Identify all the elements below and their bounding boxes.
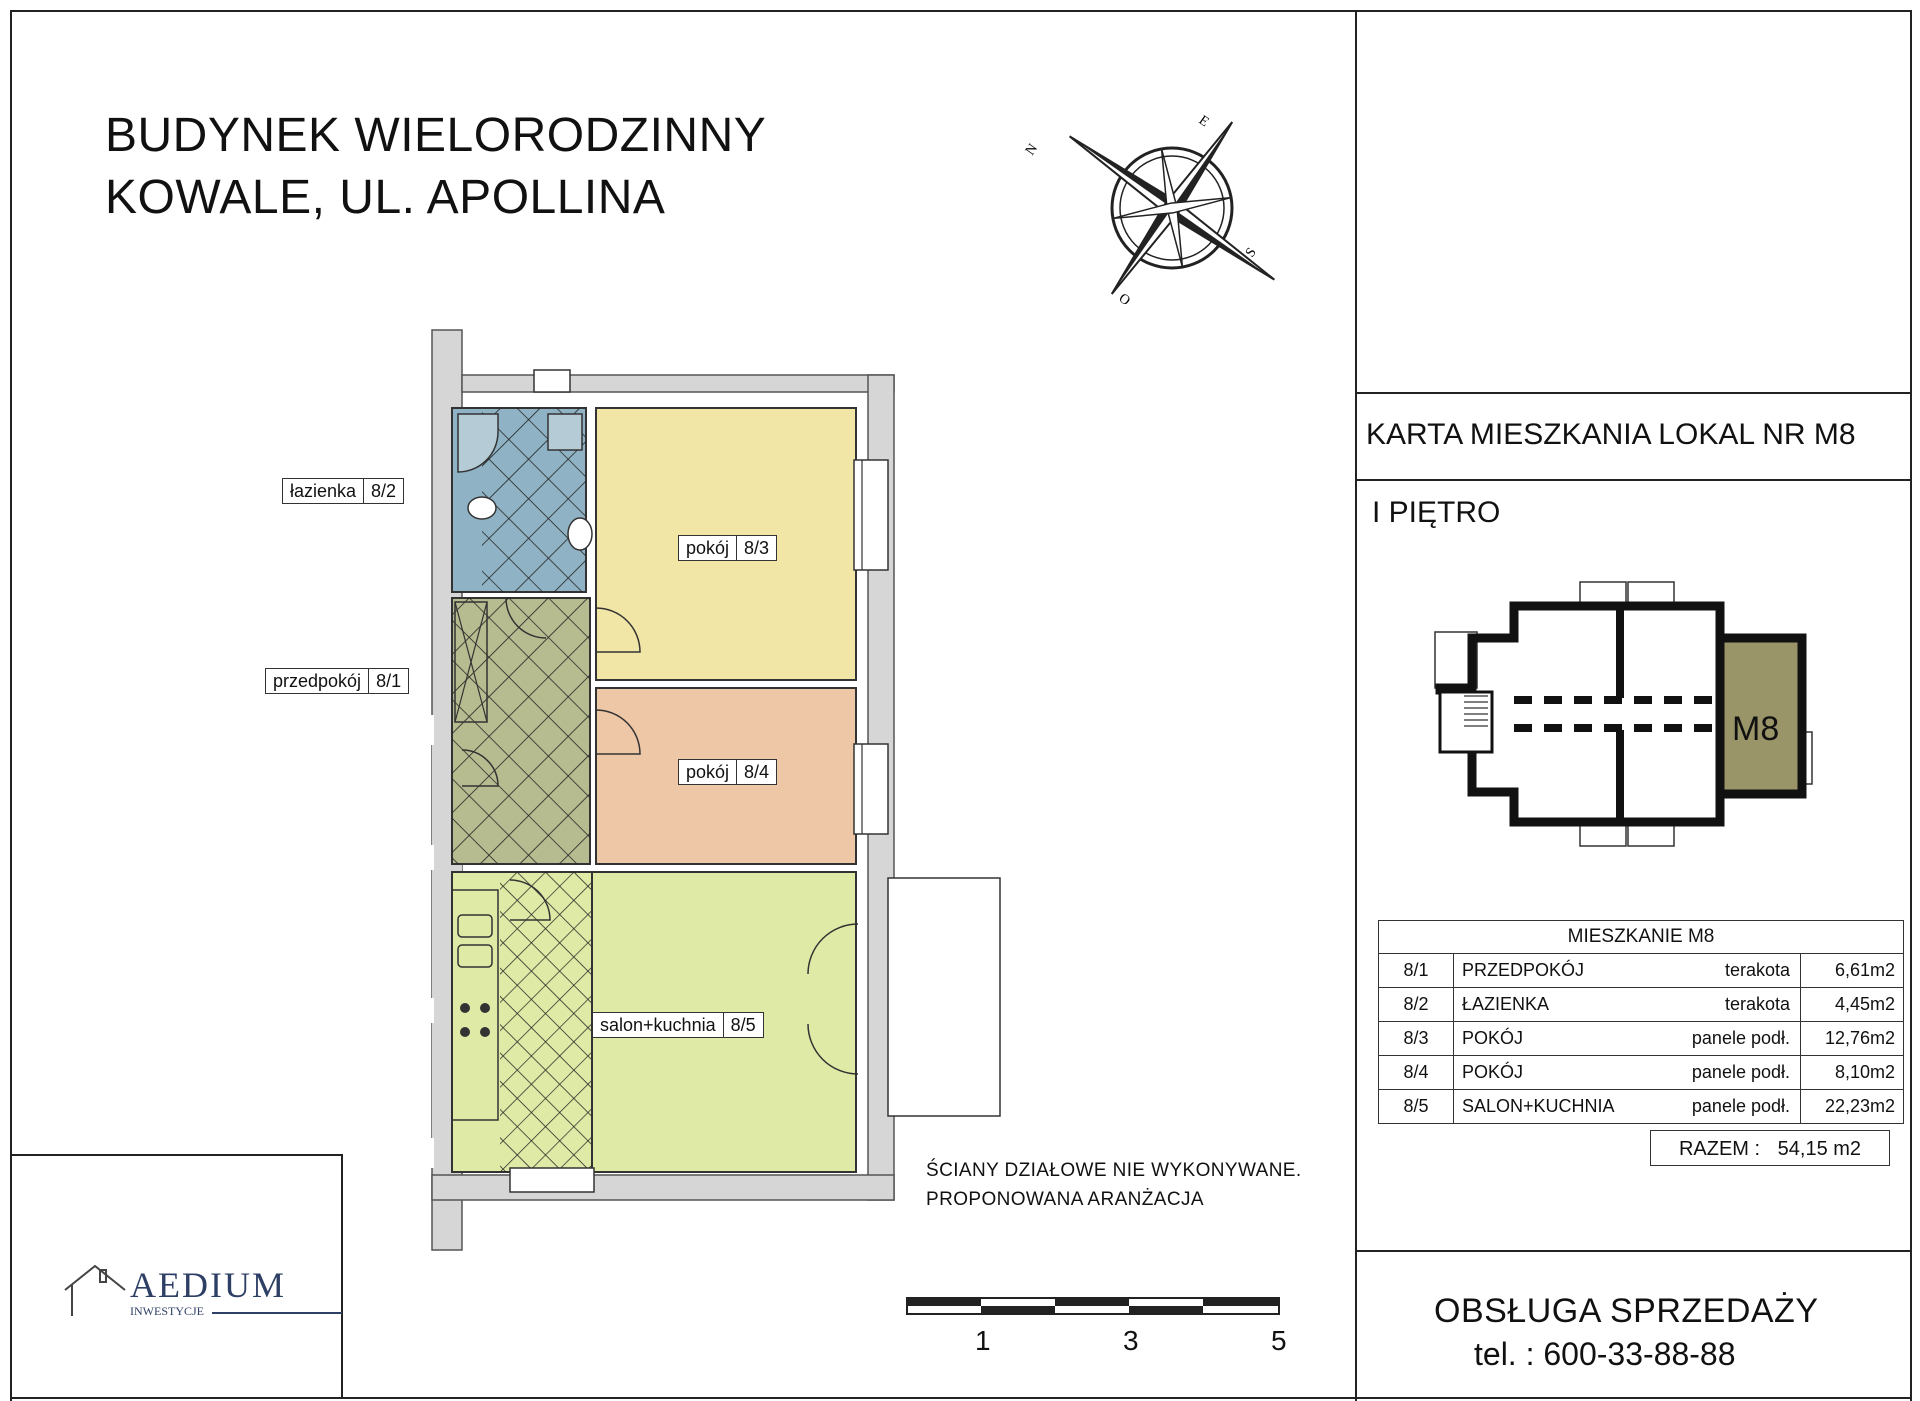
room-tag-id: 8/1: [368, 669, 408, 693]
total-box: RAZEM : 54,15 m2: [1650, 1130, 1890, 1166]
compass-e: E: [1196, 113, 1212, 130]
sales-heading: OBSŁUGA SPRZEDAŻY: [1434, 1292, 1819, 1330]
floor-label: I PIĘTRO: [1372, 496, 1501, 529]
table-row: 8/5 SALON+KUCHNIA panele podł. 22,23m2: [1378, 1089, 1904, 1124]
row-area: 8,10m2: [1800, 1055, 1904, 1090]
row-name: POKÓJ: [1462, 1062, 1524, 1082]
note-line2: PROPONOWANA ARANŻACJA: [926, 1189, 1204, 1210]
compass-n: N: [1023, 141, 1041, 158]
row-name-cell: POKÓJ panele podł.: [1453, 1055, 1801, 1090]
row-finish: panele podł.: [1691, 1028, 1790, 1048]
frame-right-edge: [1910, 10, 1912, 1401]
building-key-plan: M8: [1434, 581, 1813, 847]
house-logo-icon: [64, 1264, 126, 1316]
logo-sub: INWESTYCJE: [130, 1304, 204, 1318]
room-tag-name: łazienka: [290, 481, 357, 501]
room-tag-name: pokój: [686, 538, 730, 558]
title-line2: KOWALE, UL. APOLLINA: [105, 171, 666, 224]
room-tag-id: 8/2: [363, 479, 403, 503]
table-row: 8/2 ŁAZIENKA terakota 4,45m2: [1378, 987, 1904, 1022]
room-tag-name: salon+kuchnia: [600, 1015, 716, 1035]
row-name-cell: POKÓJ panele podł.: [1453, 1021, 1801, 1056]
compass-o: O: [1116, 291, 1133, 309]
row-name: ŁAZIENKA: [1462, 994, 1550, 1014]
row-no: 8/5: [1378, 1089, 1454, 1124]
logo-name: AEDIUM: [130, 1265, 286, 1305]
frame-divider-vertical: [1355, 10, 1357, 1401]
table-header-row: MIESZKANIE M8: [1378, 920, 1904, 954]
card-heading: KARTA MIESZKANIA LOKAL NR M8: [1366, 418, 1856, 451]
balcony: [887, 877, 1001, 1117]
row-name: PRZEDPOKÓJ: [1462, 960, 1585, 980]
total-value: 54,15 m2: [1777, 1138, 1862, 1160]
row-finish: panele podł.: [1691, 1062, 1790, 1082]
row-area: 4,45m2: [1800, 987, 1904, 1022]
row-no: 8/2: [1378, 987, 1454, 1022]
row-area: 12,76m2: [1800, 1021, 1904, 1056]
table-row: 8/1 PRZEDPOKÓJ terakota 6,61m2: [1378, 953, 1904, 988]
row-name-cell: SALON+KUCHNIA panele podł.: [1453, 1089, 1801, 1124]
room-tag-id: 8/4: [736, 760, 776, 784]
row-area: 6,61m2: [1800, 953, 1904, 988]
floor-plan: [402, 329, 1001, 1251]
room-tag-name: przedpokój: [273, 671, 362, 691]
scale-bar: [906, 1297, 1280, 1315]
card-heading-divider: [1355, 479, 1912, 481]
room-tag-id: 8/3: [736, 536, 776, 560]
card-top-divider: [1355, 392, 1912, 394]
row-name-cell: ŁAZIENKA terakota: [1453, 987, 1801, 1022]
frame-bottom: [10, 1397, 1912, 1399]
title-line1: BUDYNEK WIELORODZINNY: [105, 109, 767, 162]
row-area: 22,23m2: [1800, 1089, 1904, 1124]
room-tag-name: pokój: [686, 762, 730, 782]
sales-phone: tel. : 600-33-88-88: [1474, 1336, 1736, 1372]
unit-m8-label: M8: [1732, 710, 1779, 748]
room-tag-salon: salon+kuchnia 8/5: [592, 1012, 764, 1038]
row-name: POKÓJ: [1462, 1028, 1524, 1048]
compass-rose: N E S O: [1023, 113, 1276, 309]
room-tag-8-4: pokój 8/4: [678, 759, 778, 785]
areas-table: MIESZKANIE M8 8/1 PRZEDPOKÓJ terakota 6,6…: [1378, 920, 1904, 1124]
row-no: 8/3: [1378, 1021, 1454, 1056]
row-no: 8/1: [1378, 953, 1454, 988]
row-finish: panele podł.: [1691, 1096, 1790, 1116]
table-row: 8/4 POKÓJ panele podł. 8,10m2: [1378, 1055, 1904, 1090]
scale-label-5: 5: [1271, 1325, 1287, 1356]
scale-label-1: 1: [975, 1325, 991, 1356]
total-label: RAZEM :: [1678, 1138, 1761, 1160]
row-name: SALON+KUCHNIA: [1462, 1096, 1615, 1116]
row-name-cell: PRZEDPOKÓJ terakota: [1453, 953, 1801, 988]
sales-divider: [1355, 1250, 1912, 1252]
table-header: MIESZKANIE M8: [1378, 920, 1904, 954]
unit-m8-highlight: [1715, 633, 1807, 799]
room-tag-8-3: pokój 8/3: [678, 535, 778, 561]
row-finish: terakota: [1724, 960, 1790, 980]
room-tag-id: 8/5: [722, 1013, 763, 1037]
room-tag-bathroom: łazienka 8/2: [282, 478, 405, 504]
room-tag-hall: przedpokój 8/1: [265, 668, 410, 694]
row-finish: terakota: [1724, 994, 1790, 1014]
note-line1: ŚCIANY DZIAŁOWE NIE WYKONYWANE.: [926, 1160, 1302, 1181]
row-no: 8/4: [1378, 1055, 1454, 1090]
table-row: 8/3 POKÓJ panele podł. 12,76m2: [1378, 1021, 1904, 1056]
logo-box: [10, 1154, 343, 1399]
scale-label-3: 3: [1123, 1325, 1139, 1356]
